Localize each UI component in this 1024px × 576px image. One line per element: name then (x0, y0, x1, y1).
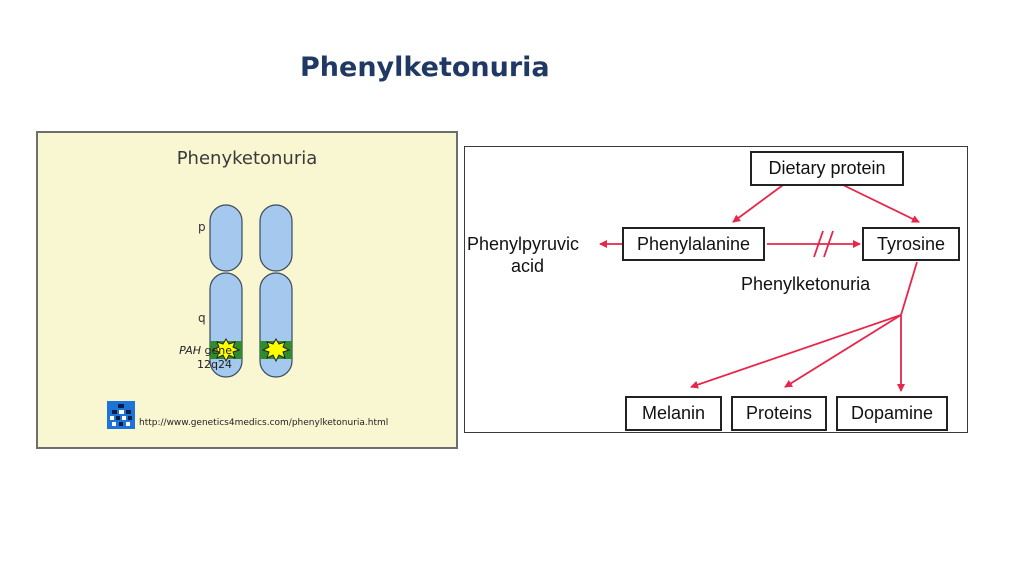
gene-locus: 12q24 (197, 358, 232, 371)
phenylpyruvic-line1: Phenylpyruvic (467, 234, 580, 254)
left-chromosome-p-arm (209, 204, 243, 272)
node-dietary-protein: Dietary protein (750, 151, 904, 186)
chromosome-panel: Phenyketonuria p q PAH gene 12q24 (36, 131, 458, 449)
arrow-dietary-to-phenylalanine (732, 184, 784, 223)
arrow-dietary-to-tyrosine (842, 184, 920, 223)
gene-name: PAH (179, 344, 201, 357)
pathway-arrows (599, 184, 920, 392)
q-arm-label: q (198, 311, 206, 325)
gene-word: gene (204, 344, 233, 357)
chromosome-pair (209, 204, 293, 378)
right-chromosome-p-arm (259, 204, 293, 272)
node-phenylalanine: Phenylalanine (622, 227, 765, 261)
p-arm-label: p (198, 220, 206, 234)
node-proteins: Proteins (731, 396, 827, 431)
block-mark-2 (823, 230, 834, 258)
node-melanin: Melanin (625, 396, 722, 431)
metabolic-pathway-diagram: Dietary protein Phenylalanine Tyrosine P… (464, 146, 968, 433)
tyrosine-trunk (900, 261, 918, 316)
block-mark-1 (813, 230, 824, 258)
gene-label: PAH gene 12q24 (160, 344, 232, 372)
node-dopamine: Dopamine (836, 396, 948, 431)
slide-title: Phenylketonuria (300, 52, 550, 83)
source-url[interactable]: http://www.genetics4medics.com/phenylket… (139, 418, 389, 428)
node-tyrosine: Tyrosine (862, 227, 960, 261)
genetics4medics-logo-icon (107, 401, 135, 429)
node-phenylpyruvic-acid: Phenylpyruvic acid (467, 233, 579, 277)
mutation-starburst-icon (211, 338, 241, 363)
arrow-to-proteins (784, 314, 902, 388)
arrow-to-melanin (690, 314, 902, 389)
block-label-phenylketonuria: Phenylketonuria (741, 274, 871, 294)
mutation-starburst-icon (261, 338, 291, 363)
panel-title: Phenyketonuria (176, 148, 318, 169)
phenylpyruvic-line2: acid (511, 256, 545, 276)
